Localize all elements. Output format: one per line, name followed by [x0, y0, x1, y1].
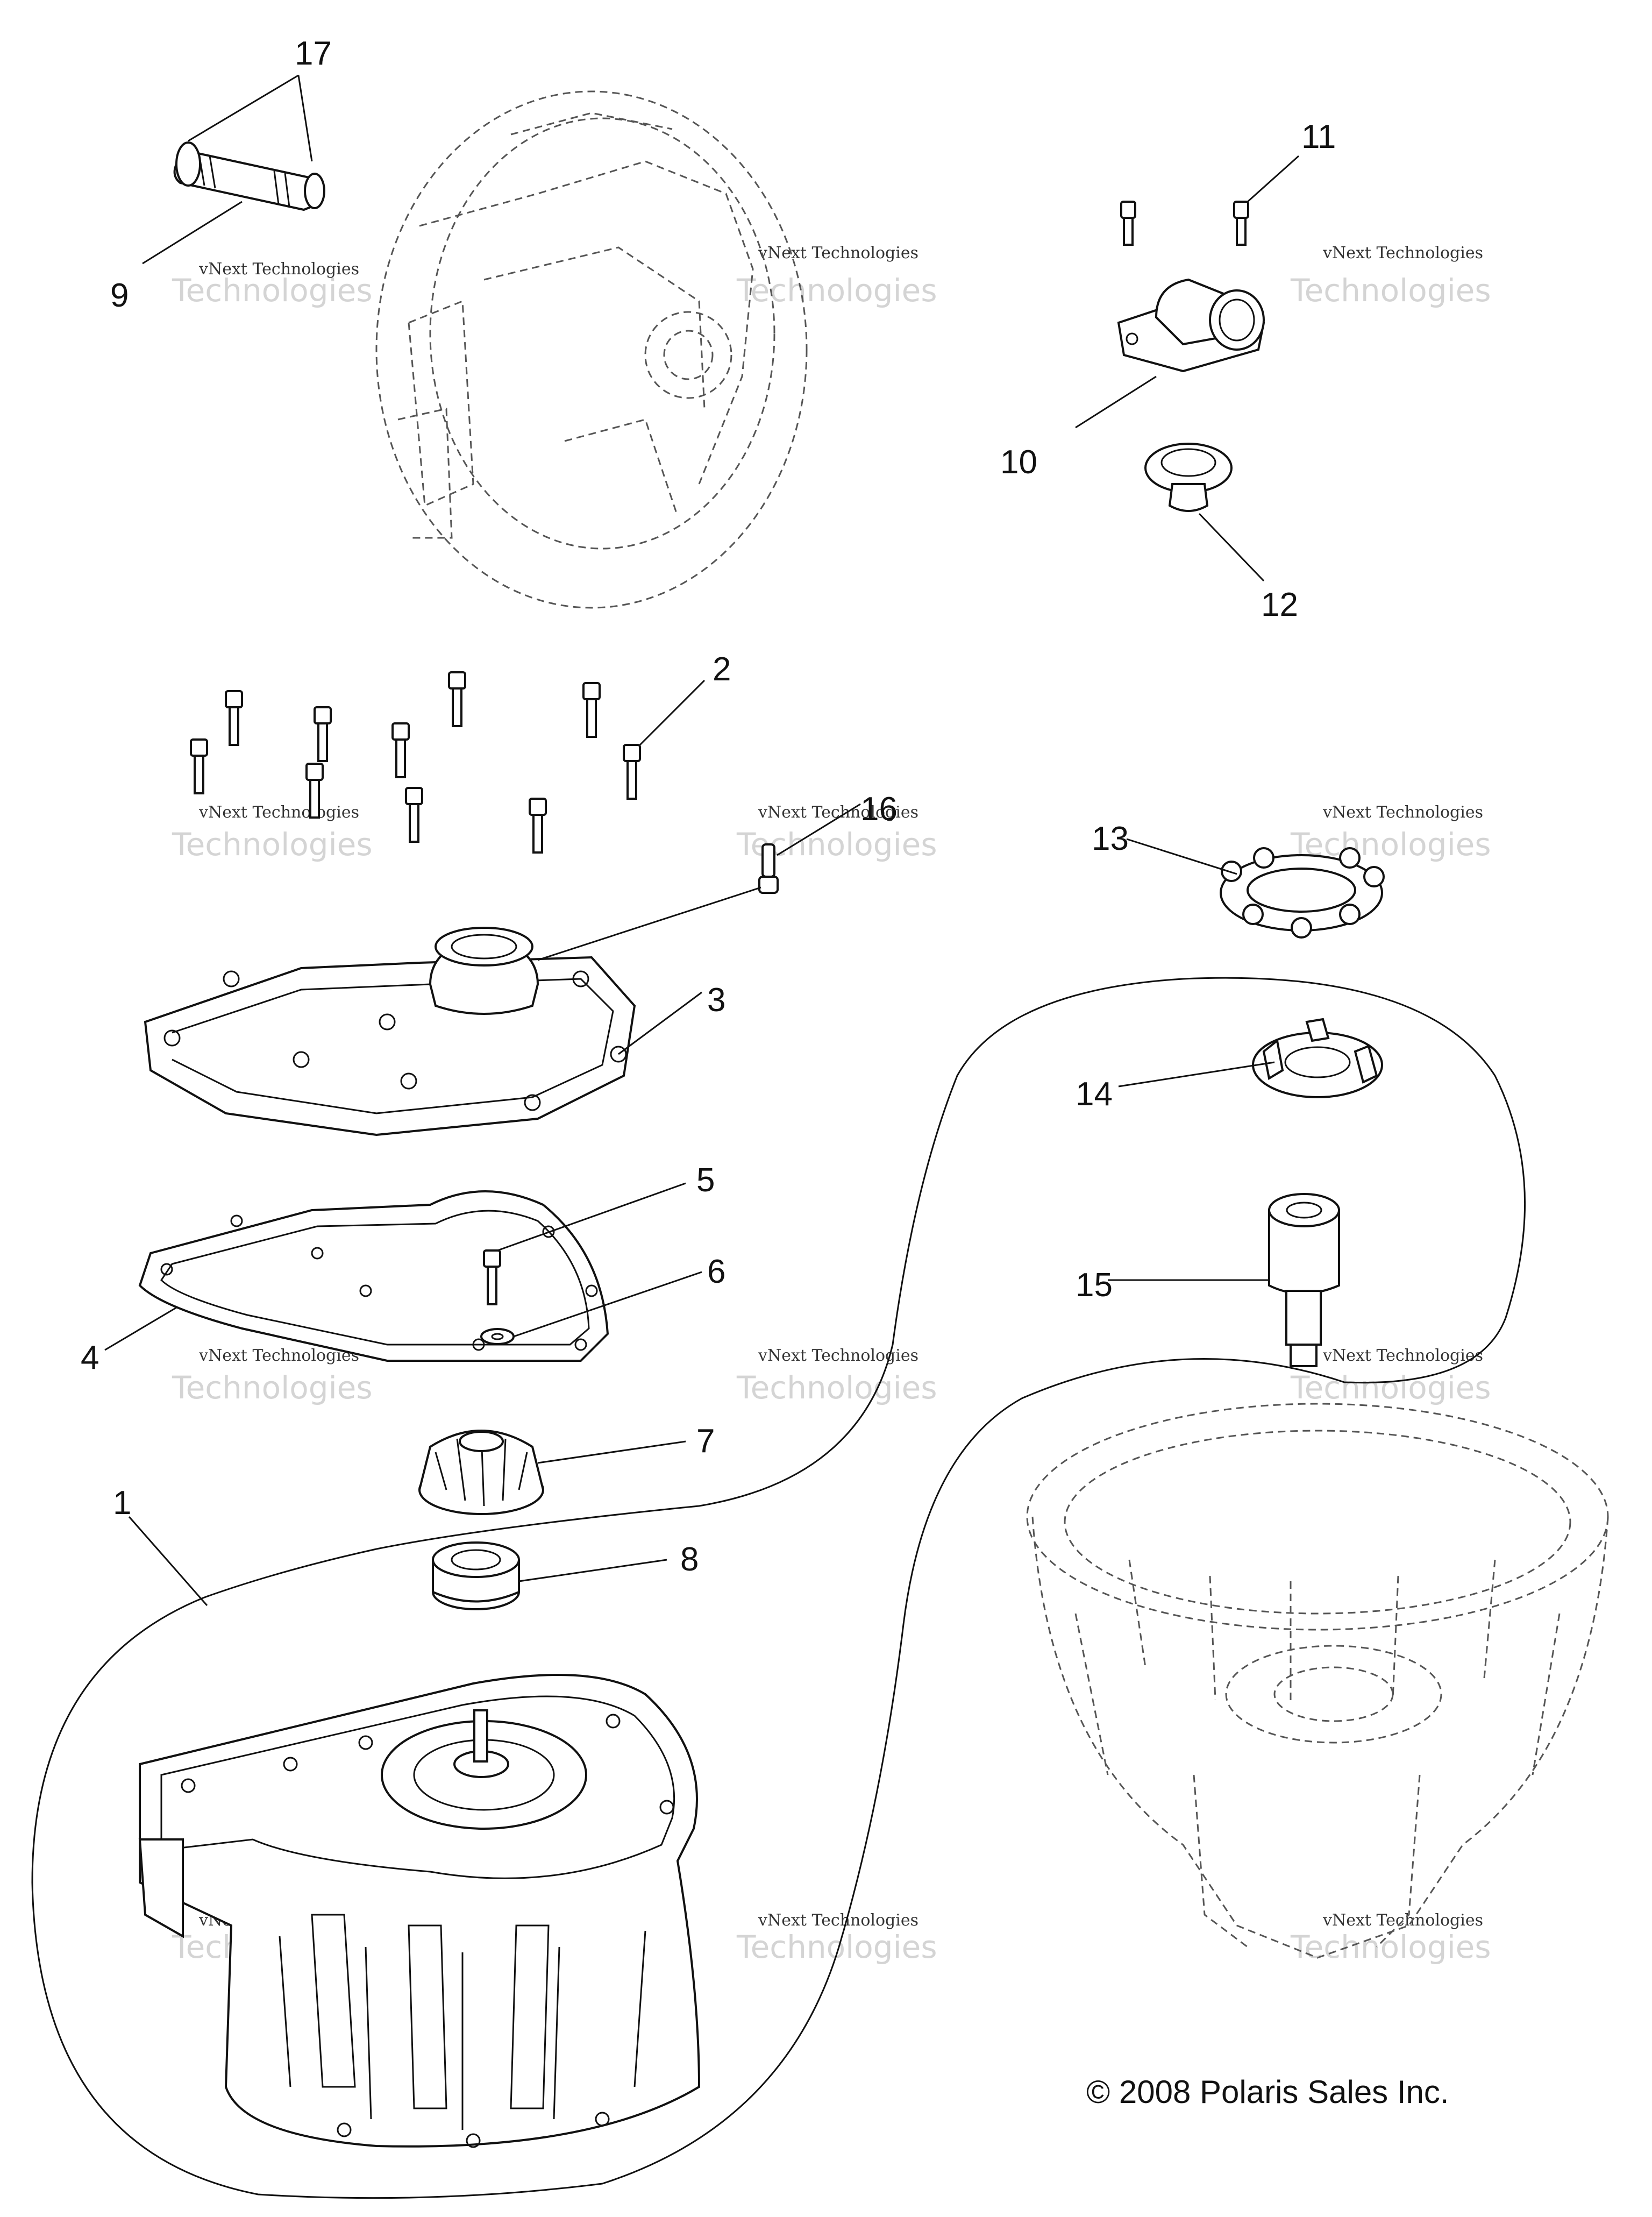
callout-9: 9: [110, 277, 129, 314]
svg-text:Technologies: Technologies: [736, 1369, 937, 1406]
callout-8: 8: [680, 1541, 699, 1578]
bolt-set-part-2: [190, 671, 641, 854]
svg-text:vNext Technologies: vNext Technologies: [758, 1911, 918, 1930]
callout-1: 1: [113, 1484, 131, 1522]
thermostat-housing-part-10: [1117, 278, 1265, 373]
callout-17: 17: [295, 35, 332, 72]
impeller-part-7: [418, 1430, 544, 1515]
watermark-top-mid: Technologies vNext Technologies: [736, 244, 937, 309]
svg-text:Technologies: Technologies: [172, 826, 373, 863]
svg-text:vNext Technologies: vNext Technologies: [198, 803, 359, 822]
callout-6: 6: [707, 1253, 725, 1290]
watermark-low-left: Technologies vNext Technologies: [172, 1346, 373, 1406]
assembly-outline: [31, 977, 1526, 2199]
thermostat-part-12: [1144, 443, 1233, 512]
svg-text:vNext Technologies: vNext Technologies: [1322, 244, 1483, 262]
watermark-mid-left: Technologies vNext Technologies: [172, 803, 373, 863]
ring-part-13: [1220, 847, 1385, 939]
svg-text:Technologies: Technologies: [1290, 272, 1491, 309]
ghost-engine-case-top: [375, 90, 808, 609]
svg-text:Technologies: Technologies: [172, 1369, 373, 1406]
svg-text:Technologies: Technologies: [172, 272, 373, 309]
leader-lines: [104, 74, 1300, 1606]
watermark-top-right: Technologies vNext Technologies: [1290, 244, 1491, 309]
gasket-part-4: [138, 1190, 609, 1362]
washer-part-6: [480, 1328, 515, 1345]
watermark-bottom-right: Technologies vNext Technologies: [1290, 1911, 1491, 1965]
callout-15: 15: [1076, 1267, 1113, 1304]
svg-text:vNext Technologies: vNext Technologies: [198, 260, 359, 279]
callout-numbers: 17 9 11 10 12 2 16 13 3 14 15 5 6 4 7 8 …: [81, 35, 1336, 1578]
callout-5: 5: [696, 1162, 715, 1199]
fitting-part-16: [758, 843, 779, 894]
callout-11: 11: [1301, 118, 1336, 155]
svg-text:vNext Technologies: vNext Technologies: [1322, 803, 1483, 822]
shaft-part-15: [1268, 1193, 1340, 1367]
bolt-part-11: [1120, 201, 1249, 246]
callout-10: 10: [1000, 444, 1037, 481]
watermark-top-left: Technologies vNext Technologies: [172, 260, 373, 309]
callout-2: 2: [713, 651, 731, 688]
callout-12: 12: [1261, 586, 1298, 623]
callout-13: 13: [1092, 820, 1129, 857]
copyright-text: © 2008 Polaris Sales Inc.: [1086, 2074, 1449, 2110]
watermark-mid-right: Technologies vNext Technologies: [1290, 803, 1491, 863]
callout-14: 14: [1076, 1076, 1113, 1113]
svg-text:Technologies: Technologies: [1290, 1929, 1491, 1965]
plate-part-14: [1252, 1018, 1383, 1098]
ghost-engine-case-bottom: [1026, 1403, 1609, 1959]
seal-part-8: [432, 1541, 520, 1610]
pump-cover-part-3: [144, 927, 636, 1136]
callout-4: 4: [81, 1339, 99, 1376]
svg-text:Technologies: Technologies: [736, 272, 937, 309]
watermark-bottom-mid: Technologies vNext Technologies: [736, 1911, 937, 1965]
case-cover-part-1: [138, 1674, 701, 2148]
callout-3: 3: [707, 982, 725, 1019]
bolt-part-5: [483, 1249, 501, 1305]
svg-text:vNext Technologies: vNext Technologies: [758, 244, 918, 262]
callout-16: 16: [860, 791, 898, 828]
svg-text:vNext Technologies: vNext Technologies: [758, 1346, 918, 1365]
callout-7: 7: [696, 1423, 715, 1460]
watermark-low-right: Technologies vNext Technologies: [1290, 1346, 1491, 1406]
pipe-part-9: [173, 141, 325, 211]
svg-text:vNext Technologies: vNext Technologies: [1322, 1346, 1483, 1365]
watermark-low-mid: Technologies vNext Technologies: [736, 1346, 937, 1406]
svg-text:Technologies: Technologies: [736, 1929, 937, 1965]
